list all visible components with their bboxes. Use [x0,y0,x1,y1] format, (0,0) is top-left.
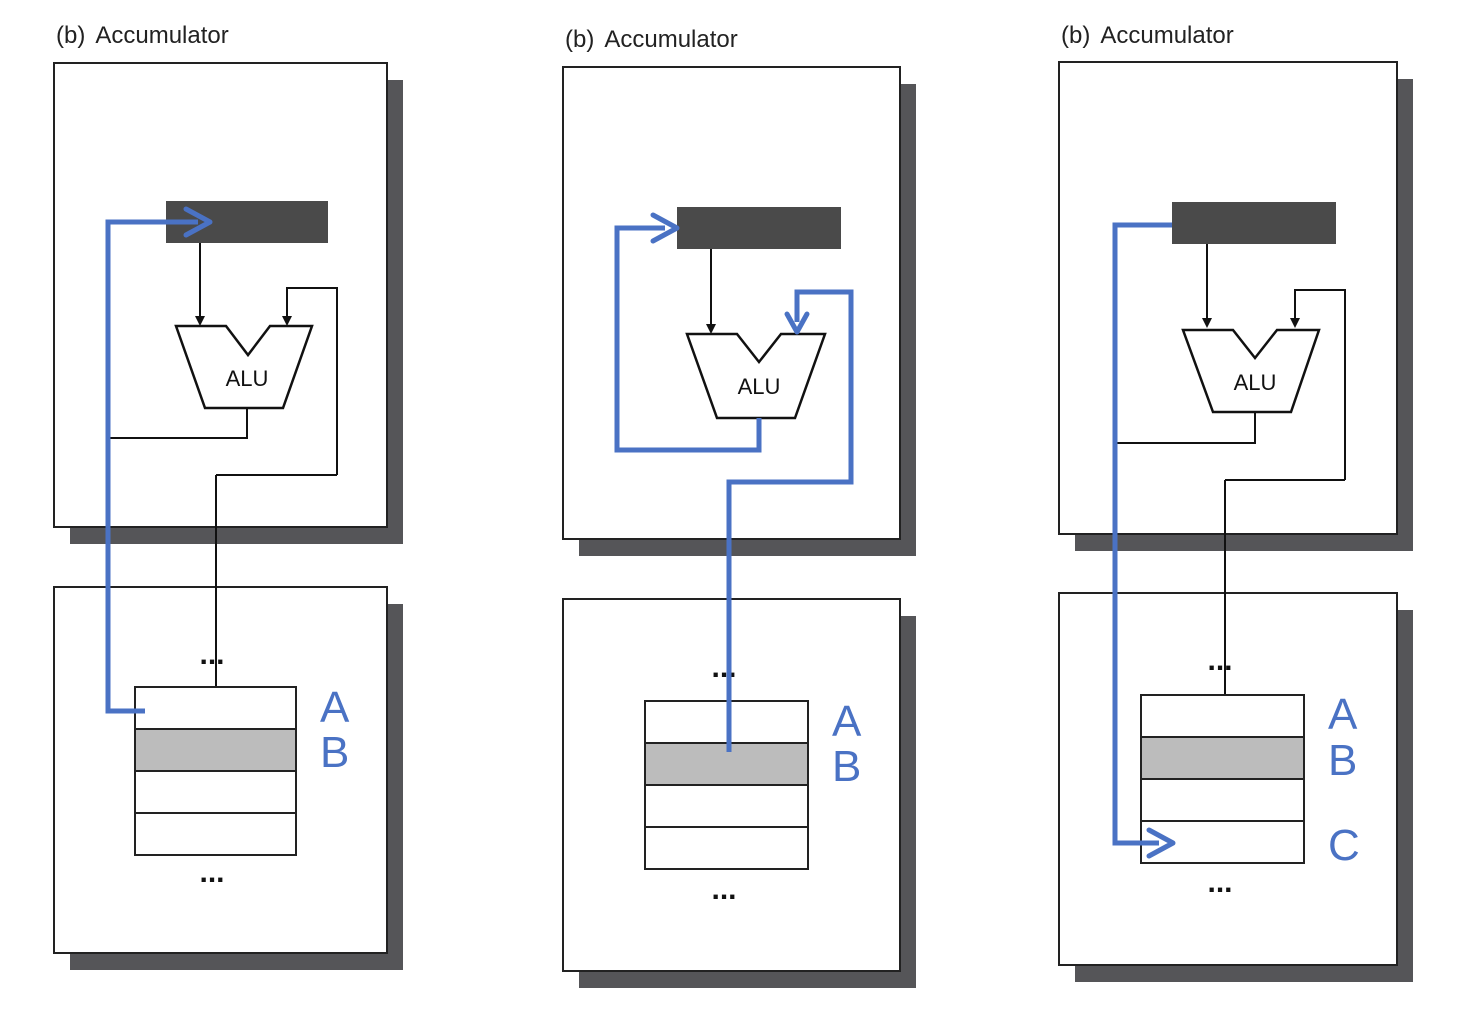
alu-label: ALU [1234,370,1277,395]
ellipsis-bottom: ... [711,873,736,906]
data-path-memory-to-alu [726,289,854,752]
panel-title: (b) Accumulator [56,22,229,50]
alu-output-wire [1117,412,1256,444]
panel-tag: (b) [1061,22,1091,49]
accumulator-diagram: ALU ... ... A B [53,62,403,970]
alu-label: ALU [738,374,781,399]
memory-label-b: B [832,742,861,791]
data-path-alu-to-accumulator [614,225,762,453]
memory-cell-b [1140,736,1305,780]
accumulator-diagram: ALU ... ... A B C [1058,61,1413,982]
accumulator-register [1172,202,1336,244]
ellipsis-top: ... [711,651,736,684]
alu-shape [685,332,827,420]
memory-cell [134,770,297,814]
panel-title: (b) Accumulator [565,26,738,54]
memory-cell-a [1140,694,1305,738]
memory-cell-a [134,686,297,730]
panel-title-text: Accumulator [95,22,229,49]
arrow-head [195,316,205,326]
memory-label-a: A [320,683,350,732]
memory-to-alu-wire [1294,289,1346,480]
memory-cell [134,812,297,856]
panel-tag: (b) [565,26,595,53]
ellipsis-top: ... [1207,644,1232,677]
ellipsis-top: ... [199,638,224,671]
data-path-load-a [105,219,198,714]
data-path-store-c [1112,222,1172,846]
accumulator-diagram: ALU ... ... A B [562,66,916,988]
memory-cell-c [1140,820,1305,864]
data-path-arrow-icon [183,206,213,238]
memory-label-a: A [1328,690,1358,739]
accumulator-register [677,207,841,249]
data-path-arrow-icon [784,311,810,335]
memory-cell [1140,778,1305,822]
alu-shape [174,324,314,410]
panel-title-text: Accumulator [1100,22,1234,49]
memory-cell-b [134,728,297,772]
alu-label: ALU [226,366,269,391]
memory-to-alu-wire [286,287,338,475]
arrow-head [1202,318,1212,328]
ellipsis-bottom: ... [199,856,224,889]
memory-cell [644,826,809,870]
memory-label-a: A [832,697,862,746]
memory-cell [644,784,809,828]
memory-label-b: B [1328,736,1357,785]
memory-label-c: C [1328,821,1360,870]
panel-tag: (b) [56,22,86,49]
ellipsis-bottom: ... [1207,866,1232,899]
panel-title-text: Accumulator [604,26,738,53]
arrow-head [1290,318,1300,328]
data-path-arrow-icon [650,212,680,244]
data-path-arrow-icon [1146,827,1176,859]
panel-title: (b) Accumulator [1061,22,1234,50]
alu-output-wire [110,408,248,439]
arrow-head [706,324,716,334]
alu-shape [1181,328,1321,414]
memory-label-b: B [320,728,349,777]
cpu-box [1058,61,1398,535]
arrow-head [282,316,292,326]
